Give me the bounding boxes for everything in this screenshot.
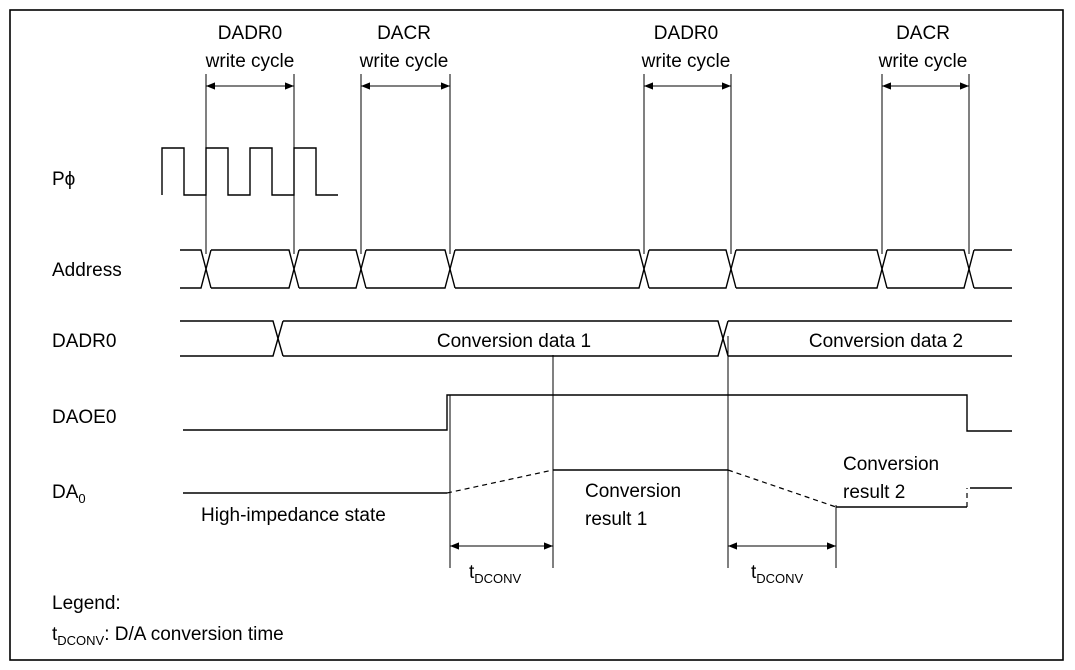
address-bus: [180, 249, 1012, 289]
signal-name-da0: DA0: [52, 482, 86, 506]
tdconv-main: t: [751, 562, 757, 583]
legend-entry: tDCONV: D/A conversion time: [52, 624, 284, 648]
da0-falling-dash: [727, 469, 837, 508]
cycle-labels: DADR0 write cycle DACR write cycle DADR0…: [205, 23, 968, 72]
tdconv-subscript: DCONV: [756, 571, 803, 586]
cycle-label-dadr0-first: write cycle: [205, 51, 295, 72]
dadr0-bus: Conversion data 1 Conversion data 2: [180, 320, 1012, 357]
legend-t-main: t: [52, 624, 58, 645]
cycle-label-dacr-second: write cycle: [878, 51, 968, 72]
tdconv-subscript: DCONV: [474, 571, 521, 586]
da0-waveform: High-impedance state Conversion result 1…: [183, 454, 1012, 530]
tdconv-markers: tDCONV tDCONV: [450, 542, 836, 586]
daoe0-waveform: [183, 394, 1012, 432]
high-impedance-label: High-impedance state: [201, 505, 386, 526]
cycle-label-dacr-first: write cycle: [359, 51, 449, 72]
signal-names: Pϕ Address DADR0 DAOE0 DA0: [52, 169, 122, 506]
conversion-data-1-label: Conversion data 1: [437, 331, 591, 352]
tdconv-main: t: [469, 562, 475, 583]
conversion-result-2-label: result 2: [843, 482, 905, 503]
da-subscript: 0: [78, 491, 85, 506]
signal-name-daoe0: DAOE0: [52, 407, 116, 428]
da-main-text: DA: [52, 482, 79, 503]
cycle-label-dadr0-second: DADR0: [654, 23, 718, 44]
da0-rising-dash: [446, 469, 554, 494]
cycle-label-dadr0-first: DADR0: [218, 23, 282, 44]
clock-waveform: [161, 147, 338, 196]
address-bus-upper: [180, 249, 1012, 289]
legend-description: : D/A conversion time: [104, 624, 284, 645]
reference-lines: [205, 74, 970, 568]
conversion-result-1-label: Conversion: [585, 481, 681, 502]
cycle-label-dadr0-second: write cycle: [641, 51, 731, 72]
tdconv-label: tDCONV: [469, 562, 522, 586]
signal-name-clock: Pϕ: [52, 169, 75, 190]
dadr0-bus-lower: [180, 320, 1012, 357]
address-bus-lower: [180, 249, 1012, 289]
signal-name-address: Address: [52, 260, 122, 281]
conversion-result-2-label: Conversion: [843, 454, 939, 475]
signal-name-dadr0: DADR0: [52, 331, 116, 352]
legend-t-subscript: DCONV: [57, 633, 104, 648]
conversion-result-1-label: result 1: [585, 509, 647, 530]
tdconv-label: tDCONV: [751, 562, 804, 586]
dadr0-bus-upper: [180, 320, 1012, 357]
legend-title: Legend:: [52, 593, 121, 614]
legend: Legend: tDCONV: D/A conversion time: [52, 593, 284, 648]
cycle-label-dacr-first: DACR: [377, 23, 431, 44]
cycle-label-dacr-second: DACR: [896, 23, 950, 44]
conversion-data-2-label: Conversion data 2: [809, 331, 963, 352]
diagram-frame: [9, 9, 1064, 661]
